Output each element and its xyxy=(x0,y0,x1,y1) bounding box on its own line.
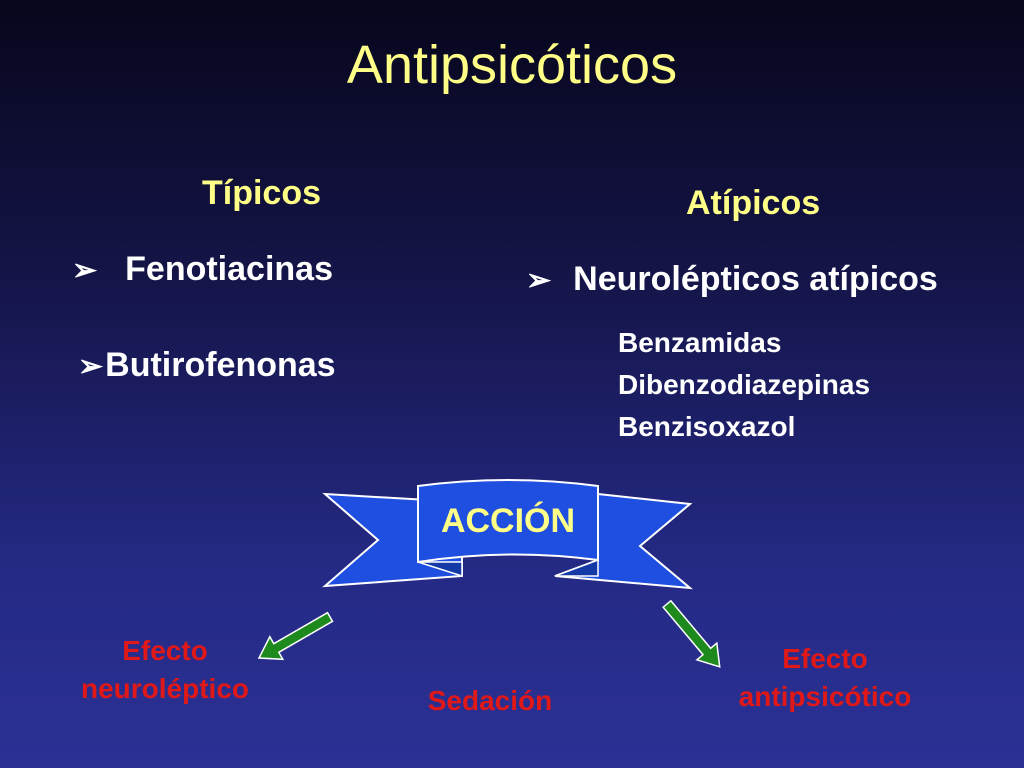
arrowhead-bullet-icon: ➢ xyxy=(78,350,104,383)
effect-neuroleptico: Efecto neuroléptico xyxy=(40,632,290,708)
effect-line: neuroléptico xyxy=(80,673,249,704)
green-arrow-icon xyxy=(662,599,721,668)
typical-item-fenotiacinas: ➢ Fenotiacinas xyxy=(72,250,333,289)
banner-right-fold xyxy=(554,558,599,577)
banner-label: ACCIÓN xyxy=(440,502,576,540)
atypical-subitem-list: Benzamidas Dibenzodiazepinas Benzisoxazo… xyxy=(618,322,870,448)
atypical-subitem: Benzisoxazol xyxy=(618,411,796,442)
slide-title: Antipsicóticos xyxy=(346,35,678,95)
atypical-subitem: Benzamidas xyxy=(618,327,782,358)
arrowhead-bullet-icon: ➢ xyxy=(526,264,552,297)
bullet-label: Butirofenonas xyxy=(105,346,336,384)
green-arrow-icon xyxy=(257,611,334,661)
atypical-heading: Atípicos xyxy=(686,184,821,222)
atypical-item-neurolepticos: ➢ Neurolépticos atípicos xyxy=(526,260,938,299)
bullet-label: Fenotiacinas xyxy=(125,250,333,288)
typical-heading: Típicos xyxy=(202,174,322,212)
effect-line: antipsicótico xyxy=(738,681,912,712)
atypical-subitem: Dibenzodiazepinas xyxy=(618,369,871,400)
effect-antipsicotico: Efecto antipsicótico xyxy=(700,640,950,716)
banner-left-fold xyxy=(417,561,463,578)
arrowhead-bullet-icon: ➢ xyxy=(72,254,98,287)
effect-line: Efecto xyxy=(782,643,868,674)
effect-sedacion: Sedación xyxy=(427,685,553,716)
banner-front-panel xyxy=(417,479,599,564)
bullet-label: Neurolépticos atípicos xyxy=(573,260,938,298)
typical-item-butirofenonas: ➢Butirofenonas xyxy=(78,346,336,385)
effect-line: Efecto xyxy=(122,635,208,666)
